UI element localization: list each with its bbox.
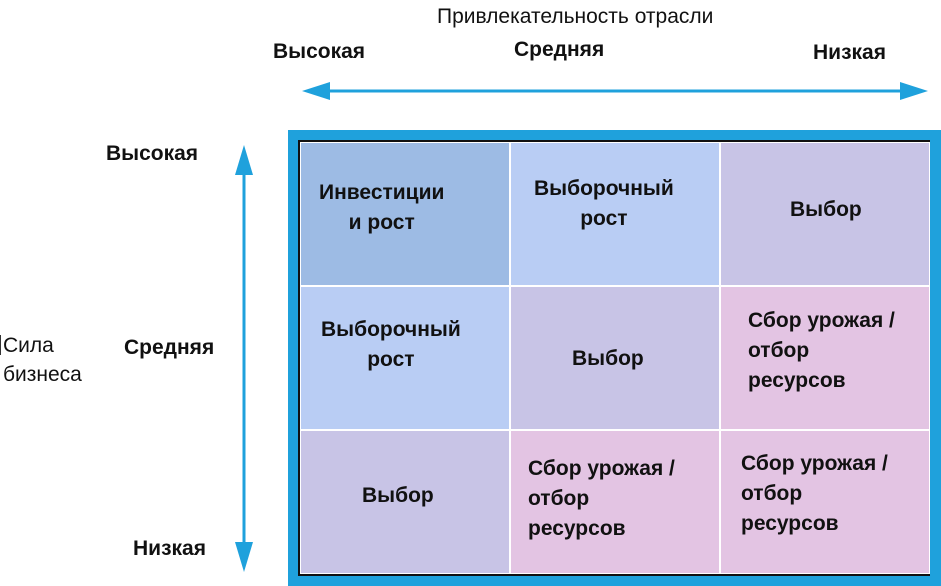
matrix-cell-r1-c1: Выбор	[510, 286, 720, 430]
strength-high-label: Высокая	[106, 142, 199, 165]
cell-label: Инвестиции и рост	[319, 181, 445, 234]
cell-label: Выбор	[362, 484, 434, 507]
axis-title-strength-text: Сила бизнеса	[3, 334, 82, 386]
cell-label: Выборочный рост	[534, 177, 674, 230]
matrix-cell-r1-c2: Сбор урожая / отбор ресурсов	[720, 286, 930, 430]
strength-medium-label: Средняя	[124, 336, 215, 359]
matrix-cell-r2-c0: Выбор	[300, 430, 510, 574]
attractiveness-high-label: Высокая	[273, 40, 366, 63]
cell-label: Сбор урожая / отбор ресурсов	[748, 309, 895, 392]
cell-label: Сбор урожая / отбор ресурсов	[528, 457, 675, 540]
strength-low-label: Низкая	[133, 537, 206, 560]
matrix-cell-r0-c1: Выборочный рост	[510, 142, 720, 286]
matrix-cell-r2-c1: Сбор урожая / отбор ресурсов	[510, 430, 720, 574]
cell-label: Выбор	[790, 198, 862, 221]
attractiveness-medium-label: Средняя	[514, 38, 605, 61]
matrix-cell-r0-c0: Инвестиции и рост	[300, 142, 510, 286]
axis-title-strength: Сила бизнеса	[0, 331, 82, 389]
matrix-cell-r0-c2: Выбор	[720, 142, 930, 286]
attractiveness-low-label: Низкая	[813, 41, 886, 64]
matrix-cell-r1-c0: Выборочный рост	[300, 286, 510, 430]
strategy-matrix: Инвестиции и рост Выборочный рост Выбор …	[298, 140, 930, 576]
matrix-cell-r2-c2: Сбор урожая / отбор ресурсов	[720, 430, 930, 574]
cell-label: Выбор	[572, 347, 644, 370]
cell-label: Выборочный рост	[321, 318, 461, 371]
axis-title-attractiveness: Привлекательность отрасли	[437, 5, 714, 28]
horizontal-double-arrow	[302, 82, 928, 100]
bracket-mark	[0, 335, 1, 355]
cell-label: Сбор урожая / отбор ресурсов	[741, 452, 888, 535]
vertical-double-arrow	[235, 145, 253, 572]
